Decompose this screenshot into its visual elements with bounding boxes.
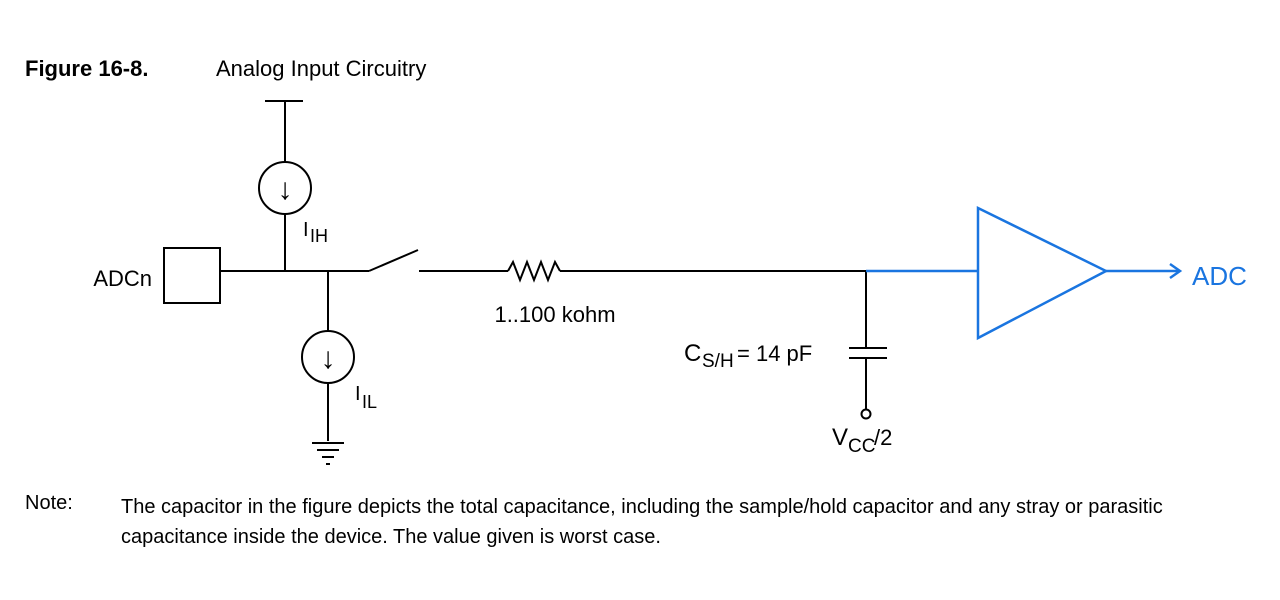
- svg-text:V: V: [832, 424, 848, 451]
- capacitor-label: C S/H = 14 pF: [684, 340, 812, 372]
- svg-text:IH: IH: [310, 226, 328, 246]
- il-label: I IL: [355, 383, 377, 412]
- svg-text:= 14 pF: = 14 pF: [737, 341, 812, 366]
- ground-icon: [312, 442, 344, 465]
- reference-terminal: [860, 408, 872, 420]
- arrow-right-icon: [1169, 262, 1183, 280]
- svg-text:S/H: S/H: [702, 351, 734, 372]
- current-source-ih: ↓: [258, 161, 312, 215]
- reference-label: V CC /2: [832, 424, 892, 457]
- switch-blade: [368, 249, 419, 272]
- ih-label: I IH: [303, 219, 328, 246]
- resistor-icon: [507, 259, 561, 283]
- svg-text:C: C: [684, 340, 701, 367]
- resistor-label: 1..100 kohm: [494, 302, 615, 327]
- svg-text:I: I: [303, 219, 309, 241]
- svg-text:I: I: [355, 383, 361, 405]
- svg-text:CC: CC: [848, 436, 875, 457]
- svg-text:/2: /2: [874, 425, 892, 450]
- figure-title: Analog Input Circuitry: [216, 56, 427, 81]
- figure-number: Figure 16-8.: [25, 56, 149, 81]
- current-source-il: ↓: [301, 330, 355, 384]
- output-label: ADC: [1192, 261, 1247, 291]
- svg-text:IL: IL: [362, 392, 377, 412]
- note-label: Note:: [25, 492, 73, 514]
- down-arrow-icon: ↓: [278, 173, 293, 206]
- pin-label: ADCn: [93, 266, 152, 291]
- buffer-amplifier: [976, 205, 1109, 341]
- pin-box: [163, 247, 221, 304]
- down-arrow-icon: ↓: [321, 342, 336, 375]
- note-text: The capacitor in the figure depicts the …: [121, 496, 1163, 548]
